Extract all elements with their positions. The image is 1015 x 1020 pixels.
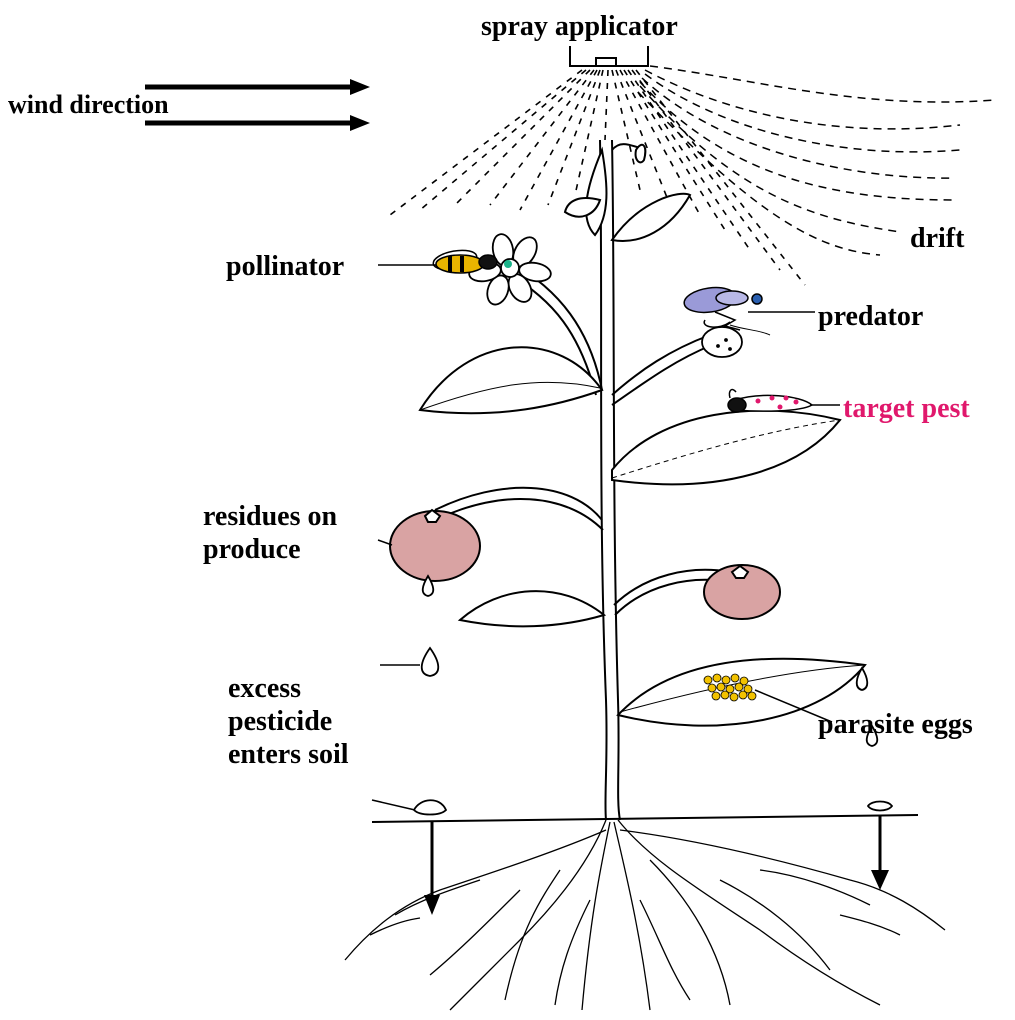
roots	[345, 820, 945, 1010]
label-wind-direction: wind direction	[8, 88, 169, 121]
label-target-pest: target pest	[843, 392, 970, 425]
fruit-residue	[390, 510, 480, 581]
leaf-top-small	[586, 150, 606, 235]
label-pollinator: pollinator	[226, 250, 344, 283]
label-excess-line-1: excess	[228, 672, 349, 705]
leaf-middle-left	[460, 591, 604, 626]
label-residues-line-1: residues on	[203, 500, 337, 533]
droplet-icon	[868, 802, 892, 811]
plant-leaves	[420, 145, 865, 726]
fruit-right	[704, 565, 780, 619]
label-residues-on-produce: residues on produce	[203, 500, 337, 566]
predator-fruit	[702, 327, 742, 357]
leaf-upper-left	[420, 347, 602, 413]
label-residues-line-2: produce	[203, 533, 337, 566]
soil-arrows	[424, 816, 889, 915]
label-drift: drift	[910, 222, 964, 255]
arrow-right-icon	[350, 79, 370, 95]
wind-arrows	[145, 79, 370, 131]
leaf-right-pest	[612, 411, 840, 485]
label-spray-applicator: spray applicator	[481, 10, 678, 43]
ground-line	[372, 815, 918, 822]
label-predator: predator	[818, 300, 923, 333]
leaf-top-right	[612, 194, 690, 241]
arrow-right-icon	[350, 115, 370, 131]
label-excess-line-3: enters soil	[228, 738, 349, 771]
label-excess-pesticide: excess pesticide enters soil	[228, 672, 349, 771]
arrow-down-icon	[424, 895, 440, 915]
droplet-icon	[422, 648, 439, 676]
spray-nozzle-icon	[570, 46, 648, 66]
droplet-icon	[414, 800, 446, 814]
bud	[636, 145, 646, 163]
label-parasite-eggs: parasite eggs	[818, 708, 973, 741]
caterpillar-icon	[728, 390, 812, 412]
label-excess-line-2: pesticide	[228, 705, 349, 738]
